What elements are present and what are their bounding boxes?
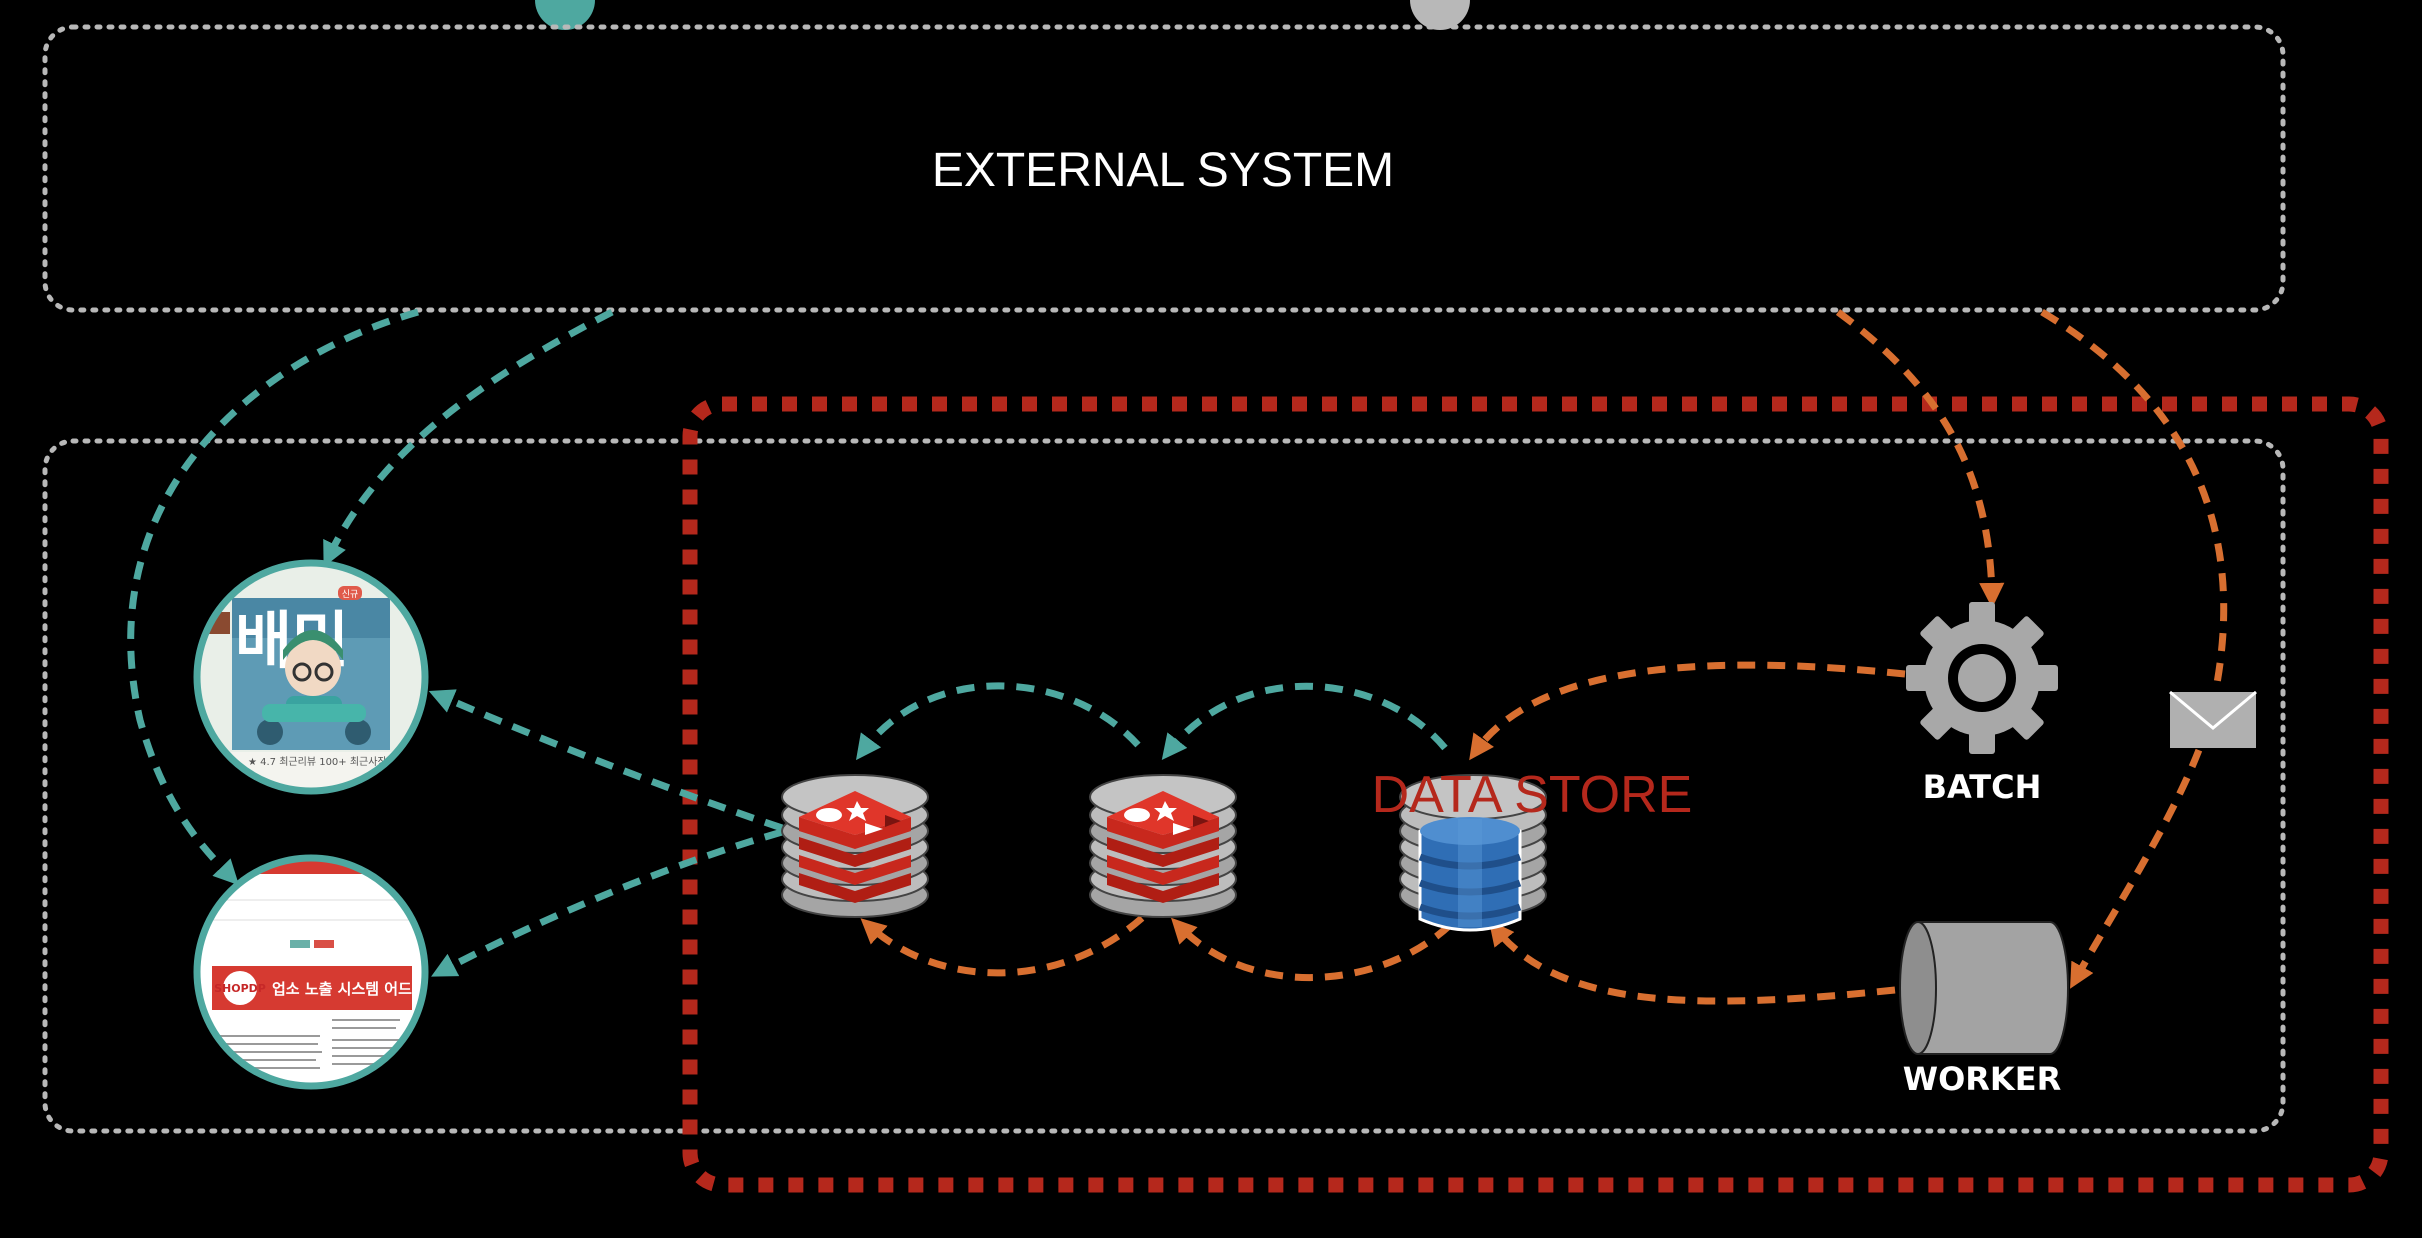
external-system-boundary [42, 24, 2286, 313]
queue-cylinder-icon [1899, 921, 2069, 1055]
admin-banner-text: 업소 노출 시스템 어드민 [272, 980, 426, 998]
arrow-cache2-to-cache1 [856, 682, 1141, 761]
batch-label: BATCH [1923, 768, 2042, 806]
app-badge: 신규 [342, 589, 359, 600]
arrow-external-to-app [323, 308, 614, 568]
cropped-node-top-right [1410, 0, 1470, 30]
internal-system-boundary [42, 438, 2286, 1134]
arrow-cache2-to-cache1-sync [860, 915, 1145, 977]
app-rating-text: ★ 4.7 최근리뷰 100+ 최근사장님댓글 1 [248, 756, 424, 768]
dynamodb-icon [1418, 817, 1522, 932]
redis-cache-icon-2 [1089, 774, 1237, 918]
arrow-datastore-to-cache2-sync [1171, 917, 1453, 982]
arrow-external-to-batch [1835, 309, 2005, 609]
arrow-datastore-to-cache2 [1161, 682, 1448, 760]
data-store-label: DATA STORE [1372, 766, 1693, 824]
arrow-cache-to-app [428, 689, 784, 832]
arrow-external-to-admin [127, 308, 419, 886]
arrow-batch-to-datastore [1469, 661, 1906, 761]
redis-cache-icon [781, 774, 929, 918]
arrow-external-to-worker [2040, 308, 2228, 989]
arrow-worker-to-datastore [1488, 920, 1896, 1005]
admin-logo-text: SHOPDP [214, 982, 266, 995]
gear-icon [1906, 602, 2058, 754]
customer-app-screenshot: 배민 신규 ★ 4.7 최근리뷰 100+ 최근사장님댓글 1 [193, 559, 429, 795]
external-system-label: EXTERNAL SYSTEM [932, 144, 1394, 197]
envelope-icon [2169, 690, 2257, 748]
admin-page-screenshot: SHOPDP 업소 노출 시스템 어드민 [193, 854, 429, 1090]
cropped-node-top-left [535, 0, 595, 30]
worker-label: WORKER [1903, 1060, 2061, 1098]
arrow-cache-to-admin [431, 828, 783, 977]
